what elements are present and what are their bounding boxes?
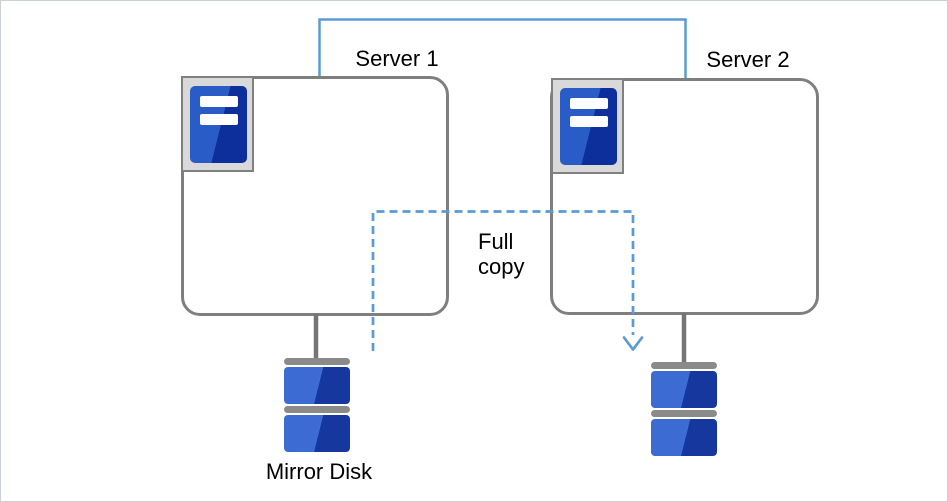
disk-cap — [284, 358, 350, 365]
server-tower-body — [560, 88, 617, 165]
disk-cap — [284, 406, 350, 413]
server-drive-slot — [570, 98, 608, 109]
disk-platter — [284, 367, 350, 404]
disk-stack-icon — [284, 358, 350, 454]
disk-platter — [651, 371, 717, 408]
server-tower-body — [190, 86, 247, 163]
mirror-disk-label: Mirror Disk — [265, 459, 373, 484]
disk-cap — [651, 362, 717, 369]
server-drive-slot — [570, 116, 608, 127]
disk-stack-icon — [651, 362, 717, 458]
full-copy-label: Full copy — [478, 229, 525, 279]
disk-cap — [651, 410, 717, 417]
server1-label: Server 1 — [355, 46, 439, 71]
server-tower-icon — [551, 78, 624, 174]
disk-platter — [651, 419, 717, 456]
disk-platter — [284, 415, 350, 452]
server2-label: Server 2 — [706, 47, 790, 72]
server-drive-slot — [200, 96, 238, 107]
server-drive-slot — [200, 114, 238, 125]
server-tower-icon — [181, 76, 254, 172]
dashed-arrow-down-icon — [622, 336, 644, 351]
